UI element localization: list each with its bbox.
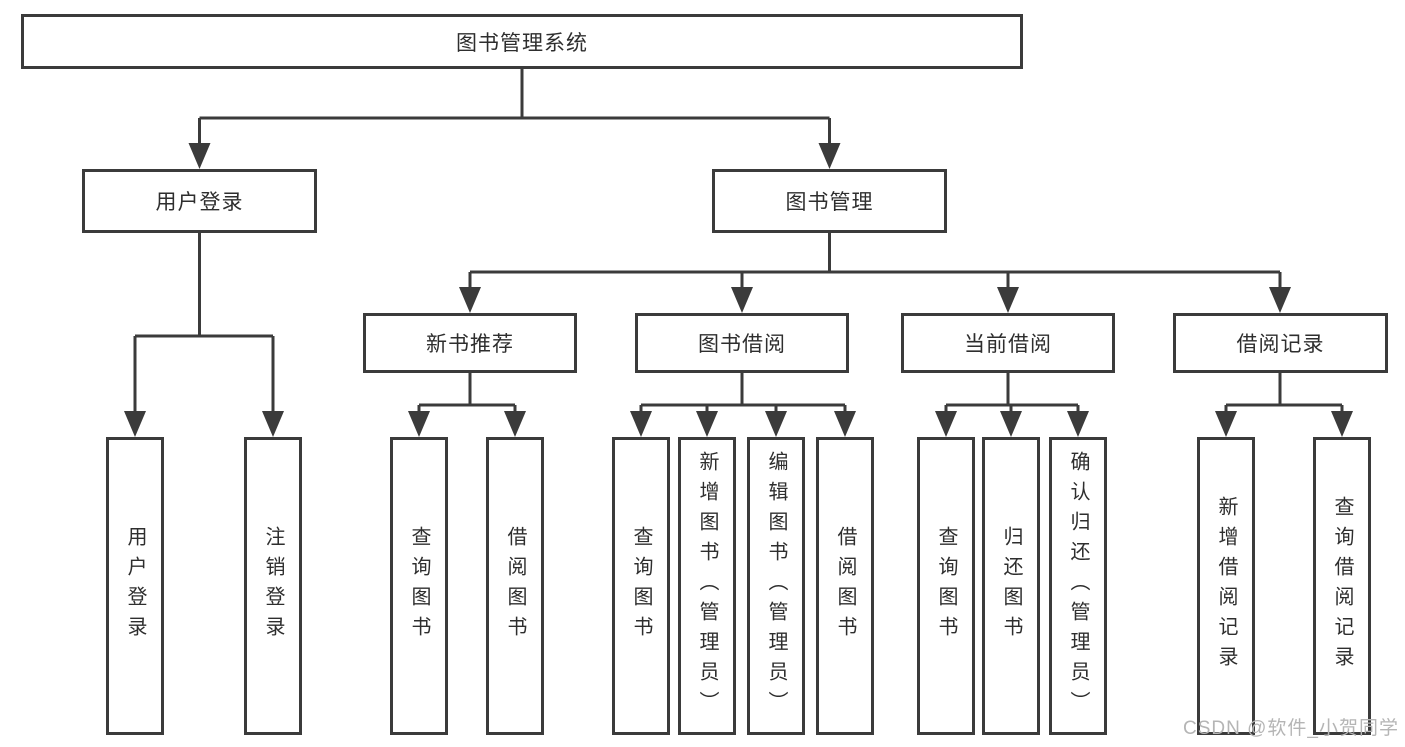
csdn-watermark: CSDN @软件_小贺同学 xyxy=(1183,718,1399,739)
node-label-book-borrow: 图书借阅 xyxy=(698,333,786,356)
connector-borrow-records-arrowheads xyxy=(1215,411,1353,437)
node-label-book-mgmt-branch: 图书管理 xyxy=(785,191,874,214)
connector-user-login-lines xyxy=(133,233,275,413)
leaf-box-record-query: 查询借阅记录 xyxy=(1313,437,1371,735)
leaf-label-current-return: 归还图书 xyxy=(1000,526,1022,646)
leaf-label-record-query: 查询借阅记录 xyxy=(1331,496,1353,676)
node-label-new-book: 新书推荐 xyxy=(426,333,514,356)
leaf-label-newbook-query: 查询图书 xyxy=(408,526,430,646)
leaf-box-newbook-query: 查询图书 xyxy=(390,437,448,735)
node-box-new-book: 新书推荐 xyxy=(363,313,577,373)
connector-book-mgmt-arrowheads xyxy=(459,287,1291,313)
connector-root-arrowheads xyxy=(188,143,841,169)
connector-current-borrow-arrowheads xyxy=(935,411,1089,437)
leaf-box-borrow-edit-admin: 编辑图书（管理员） xyxy=(747,437,805,735)
leaf-label-borrow-borrow: 借阅图书 xyxy=(834,526,856,646)
leaf-box-borrow-query: 查询图书 xyxy=(612,437,670,735)
leaf-box-current-return: 归还图书 xyxy=(982,437,1040,735)
connector-book-borrow-lines xyxy=(639,373,847,413)
leaf-box-borrow-add-admin: 新增图书（管理员） xyxy=(678,437,736,735)
node-label-root: 图书管理系统 xyxy=(456,31,588,55)
connector-root-lines xyxy=(198,69,831,145)
connector-new-book-arrowheads xyxy=(408,411,526,437)
connector-borrow-records-lines xyxy=(1224,373,1344,413)
leaf-box-logout: 注销登录 xyxy=(244,437,302,735)
node-box-borrow-records: 借阅记录 xyxy=(1173,313,1388,373)
connector-book-mgmt-lines xyxy=(468,233,1282,289)
leaf-box-user-login: 用户登录 xyxy=(106,437,164,735)
leaf-box-borrow-borrow: 借阅图书 xyxy=(816,437,874,735)
node-box-current-borrow: 当前借阅 xyxy=(901,313,1115,373)
node-box-root: 图书管理系统 xyxy=(21,14,1023,69)
leaf-label-borrow-edit-admin: 编辑图书（管理员） xyxy=(765,451,787,721)
node-label-user-login-branch: 用户登录 xyxy=(155,191,244,214)
leaf-label-borrow-query: 查询图书 xyxy=(630,526,652,646)
node-box-user-login-branch: 用户登录 xyxy=(82,169,317,233)
leaf-label-current-confirm-admin: 确认归还（管理员） xyxy=(1067,451,1089,721)
leaf-box-current-confirm-admin: 确认归还（管理员） xyxy=(1049,437,1107,735)
leaf-label-logout: 注销登录 xyxy=(262,526,284,646)
leaf-label-newbook-borrow: 借阅图书 xyxy=(504,526,526,646)
node-box-book-borrow: 图书借阅 xyxy=(635,313,849,373)
node-box-book-mgmt-branch: 图书管理 xyxy=(712,169,947,233)
connector-book-borrow-arrowheads xyxy=(630,411,856,437)
connector-user-login-arrowheads xyxy=(124,411,284,437)
leaf-box-newbook-borrow: 借阅图书 xyxy=(486,437,544,735)
leaf-label-record-add: 新增借阅记录 xyxy=(1215,496,1237,676)
leaf-label-user-login: 用户登录 xyxy=(124,526,146,646)
leaf-box-record-add: 新增借阅记录 xyxy=(1197,437,1255,735)
connector-current-borrow-lines xyxy=(944,373,1080,413)
leaf-label-borrow-add-admin: 新增图书（管理员） xyxy=(696,451,718,721)
node-label-current-borrow: 当前借阅 xyxy=(964,333,1052,356)
leaf-label-current-query: 查询图书 xyxy=(935,526,957,646)
node-label-borrow-records: 借阅记录 xyxy=(1236,333,1325,356)
connector-new-book-lines xyxy=(417,373,517,413)
leaf-box-current-query: 查询图书 xyxy=(917,437,975,735)
